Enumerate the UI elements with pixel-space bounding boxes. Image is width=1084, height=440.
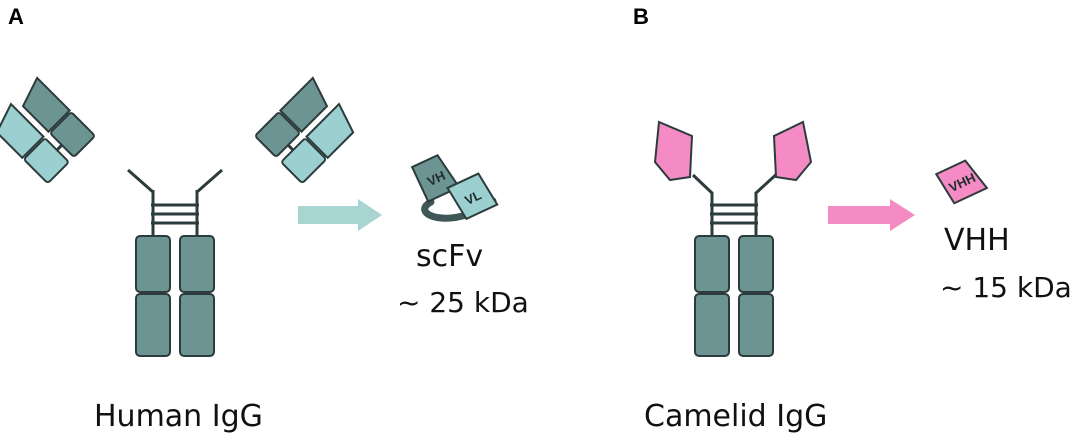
scfv-name: scFv xyxy=(416,239,483,274)
vl-domain-icon: VL xyxy=(446,172,499,221)
fab-arm-left xyxy=(0,76,95,184)
vhh-domain-right xyxy=(772,120,813,182)
arrow-b xyxy=(828,199,915,231)
scfv-icon: VH VL xyxy=(410,153,499,222)
vhh-domain-left xyxy=(653,120,694,182)
arrow-a xyxy=(298,199,382,231)
heavy-chain-constant-right-b xyxy=(738,235,774,357)
camelid-igg-antibody xyxy=(653,120,813,357)
panel-b: B VHH VHH ~ 15 k xyxy=(633,4,1072,434)
fab-arm-right xyxy=(255,76,355,184)
panel-a-letter: A xyxy=(8,4,24,29)
vhh-name: VHH xyxy=(944,223,1010,258)
vh-label: VH xyxy=(425,168,448,189)
heavy-chain-constant-right xyxy=(179,235,215,357)
human-igg-antibody xyxy=(0,76,355,357)
panel-b-caption: Camelid IgG xyxy=(644,399,827,434)
hinge-region xyxy=(127,168,223,236)
vhh-icon: VHH xyxy=(934,159,989,205)
scfv-size: ~ 25 kDa xyxy=(397,286,529,319)
vhh-size: ~ 15 kDa xyxy=(940,271,1072,304)
heavy-chain-constant-left-b xyxy=(694,235,730,357)
heavy-chain-constant-left xyxy=(135,235,171,357)
panel-b-letter: B xyxy=(633,4,649,29)
hinge-region-b xyxy=(691,169,782,236)
vl-label: VL xyxy=(462,187,483,208)
panel-a-caption: Human IgG xyxy=(94,399,263,434)
panel-a: A xyxy=(0,4,529,434)
